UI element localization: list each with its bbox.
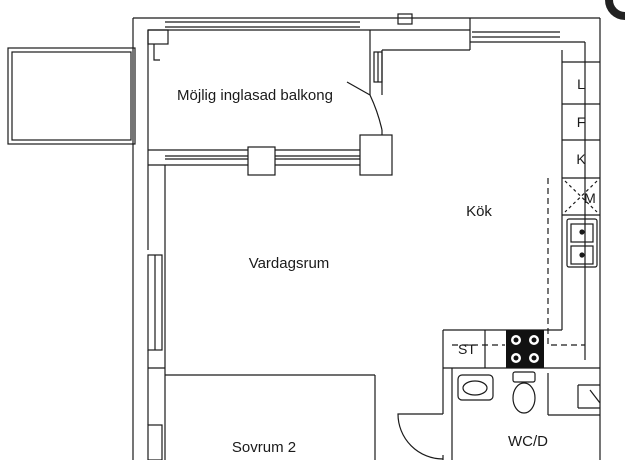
external-balcony [7,47,136,145]
kitchen-sink-icon [566,218,598,268]
room-label-living: Vardagsrum [249,255,330,272]
exterior-wall-right [584,18,601,460]
washing-machine-icon [577,384,601,409]
balcony-window-top [165,13,413,28]
fixture-label-cabinet: K [576,151,586,167]
balcony-wall-right [346,30,383,131]
sink-drain-icon [579,229,585,235]
exterior-wall-top [133,17,600,51]
wc-wall [442,368,600,460]
fixture-label-fridge: L [577,76,585,92]
stove-icon [506,330,544,368]
room-label-kitchen: Kök [466,203,492,220]
room-label-balcony: Möjlig inglasad balkong [177,87,333,104]
fixture-label-wardrobe: ST [458,341,476,357]
fixture-label-dishwasher: M [584,190,596,206]
exterior-wall-left [132,18,166,460]
fixture-label-freezer: F [577,114,586,130]
kitchen-window-top [470,31,585,43]
washbasin-icon [457,374,494,401]
balcony-wall-left [147,29,169,61]
bedroom-wall [147,350,376,460]
room-label-bedroom: Sovrum 2 [232,439,296,456]
upper-cabinet-line [547,178,585,346]
sink-drain-icon [579,252,585,258]
room-label-wc: WC/D [508,433,548,450]
wc-door [397,413,444,460]
dishwasher-symbol [564,180,598,213]
corner-mark-icon [605,0,625,20]
toilet-icon [512,371,536,414]
balcony-window-bottom [148,130,393,176]
